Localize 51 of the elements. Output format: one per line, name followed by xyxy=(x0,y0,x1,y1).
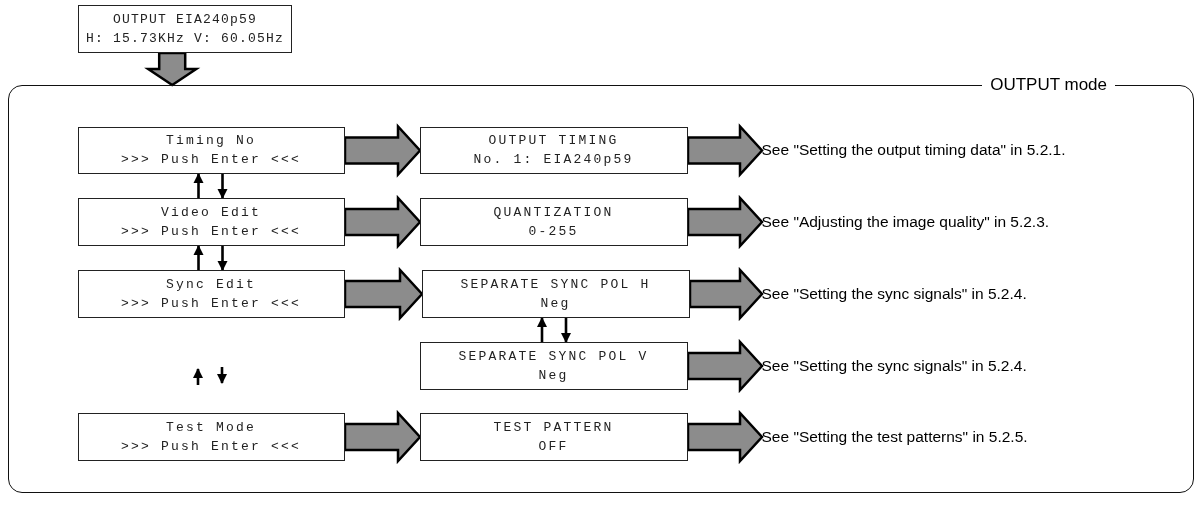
arrow xyxy=(193,244,204,270)
display-text: OUTPUT EIA240p59 xyxy=(113,11,257,29)
display-text: SEPARATE SYNC POL V xyxy=(458,347,649,366)
display-text: 0-255 xyxy=(528,222,579,241)
block-arrow xyxy=(343,123,422,178)
lcd-display-box xyxy=(77,197,345,246)
display-text: H: 15.73KHz V: 60.05Hz xyxy=(86,30,284,48)
display-text: Test Mode xyxy=(166,418,256,437)
display-text: Sync Edit xyxy=(166,275,256,294)
block-arrow xyxy=(343,266,424,322)
display-text: OFF xyxy=(538,437,569,456)
lcd-display-box xyxy=(77,412,345,461)
display-text: >>> Push Enter <<< xyxy=(121,151,301,169)
display-text: Neg xyxy=(540,294,571,313)
lcd-display-box xyxy=(421,269,690,318)
display-text: Video Edit xyxy=(161,203,261,222)
display-text: QUANTIZATION xyxy=(493,203,614,222)
block-arrow xyxy=(686,123,764,178)
lcd-display-box xyxy=(419,197,688,246)
arrow xyxy=(560,318,572,344)
reference-note: See "Setting the sync signals" in 5.2.4. xyxy=(761,281,1190,306)
display-text: >>> Push Enter <<< xyxy=(121,222,301,241)
block-arrow xyxy=(144,51,201,87)
lcd-display-box xyxy=(419,126,688,174)
display-text: SEPARATE SYNC POL H xyxy=(460,275,651,294)
block-arrow xyxy=(686,338,764,394)
arrow xyxy=(536,316,548,342)
display-text: OUTPUT TIMING xyxy=(488,132,619,150)
arrow xyxy=(217,174,228,200)
block-arrow xyxy=(343,409,422,465)
lcd-display-box xyxy=(77,126,345,174)
display-text: >>> Push Enter <<< xyxy=(121,437,301,456)
block-arrow xyxy=(688,266,764,322)
block-arrow xyxy=(686,194,764,250)
display-text: Timing No xyxy=(166,132,256,150)
arrow xyxy=(193,172,204,198)
lcd-display-box xyxy=(419,412,688,461)
lcd-display-box xyxy=(419,341,688,390)
lcd-display-box xyxy=(78,5,292,53)
block-arrow xyxy=(343,194,422,250)
display-text: >>> Push Enter <<< xyxy=(121,294,301,313)
display-text: No. 1: EIA240p59 xyxy=(473,151,634,169)
reference-note: See "Adjusting the image quality" in 5.2.3. xyxy=(761,209,1190,234)
lcd-display-box xyxy=(77,269,345,318)
reference-note: See "Setting the test patterns" in 5.2.5. xyxy=(761,424,1190,449)
reference-note: See "Setting the sync signals" in 5.2.4. xyxy=(761,353,1190,378)
block-arrow xyxy=(686,409,764,465)
display-text: TEST PATTERN xyxy=(493,418,614,437)
display-text: Neg xyxy=(538,366,569,385)
reference-note: See "Setting the output timing data" in 5.2.1. xyxy=(761,137,1190,162)
arrow xyxy=(217,246,228,272)
